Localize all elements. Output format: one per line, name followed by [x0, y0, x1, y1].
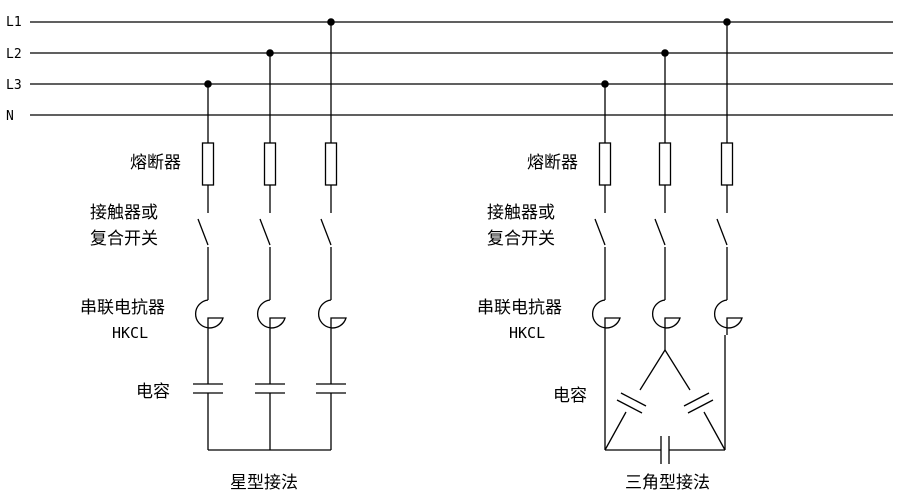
right-phase-3-reactor	[713, 299, 743, 335]
right-phase-3-fuse	[720, 142, 734, 186]
left-phase-3-fuse	[324, 142, 338, 186]
right-phase-2-reactor	[651, 299, 681, 335]
bus-label-l1: L1	[6, 15, 22, 30]
right-phase-2-switch-blade	[654, 218, 666, 246]
left-phase-1-reactor	[194, 299, 224, 335]
right-phase-3-switch-blade	[716, 218, 728, 246]
right-phase-1-switch-blade	[594, 218, 606, 246]
star-connection	[193, 335, 346, 451]
delta-connection	[604, 335, 726, 464]
delta-right-capacitor-plate-a	[683, 392, 710, 407]
right-contactor-label-line2: 复合开关	[487, 229, 555, 249]
right-capacitor-label: 电容	[553, 386, 587, 406]
delta-right-capacitor-plate-b	[687, 399, 714, 414]
left-contactor-label-line2: 复合开关	[90, 229, 158, 249]
right-caption: 三角型接法	[625, 473, 710, 493]
left-phase-3-switch-blade	[320, 218, 332, 246]
left-reactor-label: 串联电抗器	[80, 298, 165, 318]
left-phase-1-fuse	[201, 142, 215, 186]
delta-right-upper	[664, 349, 691, 391]
left-capacitor-label: 电容	[136, 382, 170, 402]
right-phase-1-reactor	[591, 299, 621, 335]
delta-left-capacitor-plate-a	[620, 392, 647, 407]
left-caption: 星型接法	[230, 473, 298, 493]
left-phase-2-reactor	[256, 299, 286, 335]
bus-label-n: N	[6, 109, 14, 124]
right-phase-1-fuse	[598, 142, 612, 186]
left-phase-2-switch-blade	[259, 218, 271, 246]
right-phase-2-fuse	[658, 142, 672, 186]
delta-right-lower	[703, 411, 726, 451]
right-contactor-label-line1: 接触器或	[487, 203, 555, 223]
right-reactor-label: 串联电抗器	[477, 298, 562, 318]
phase-branches	[194, 18, 743, 335]
left-contactor-label-line1: 接触器或	[90, 203, 158, 223]
delta-left-upper	[639, 349, 666, 391]
right-fuse-label: 熔断器	[527, 153, 578, 173]
right-reactor-model: HKCL	[509, 324, 545, 342]
bus-label-l2: L2	[6, 47, 22, 62]
bus-label-l3: L3	[6, 78, 22, 93]
delta-left-capacitor-plate-b	[616, 399, 643, 414]
delta-left-lower	[604, 411, 627, 451]
left-phase-1-switch-blade	[197, 218, 209, 246]
left-reactor-model: HKCL	[112, 324, 148, 342]
left-phase-3-reactor	[317, 299, 347, 335]
left-fuse-label: 熔断器	[130, 153, 181, 173]
left-phase-2-fuse	[263, 142, 277, 186]
